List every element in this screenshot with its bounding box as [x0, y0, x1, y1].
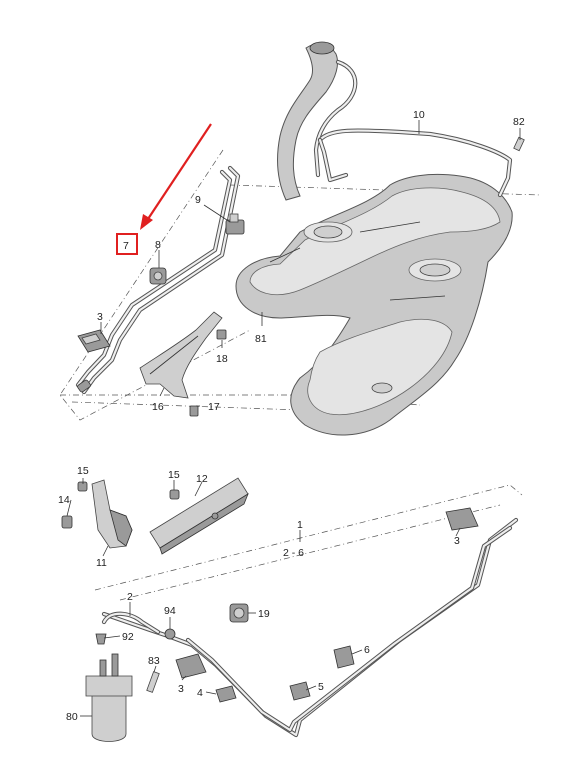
callout-17: 17 [208, 401, 220, 413]
line-clips-lower [175, 507, 479, 703]
callout-12: 12 [196, 473, 208, 485]
fasteners-upper [189, 329, 227, 417]
callout-16: 16 [152, 401, 164, 413]
callout-94: 94 [164, 605, 176, 617]
callout-81: 81 [255, 333, 267, 345]
callout-11: 11 [96, 557, 107, 569]
callout-9: 9 [195, 194, 201, 206]
callout-8: 8 [155, 239, 161, 251]
callout-18: 18 [216, 353, 228, 365]
callout-3-right: 3 [454, 535, 460, 547]
fuel-filter [85, 653, 133, 742]
grommet [149, 267, 167, 285]
callout-10: 10 [413, 109, 425, 121]
line-clip-upper [77, 329, 111, 353]
callout-14: 14 [58, 494, 70, 506]
callout-15-right: 15 [168, 469, 180, 481]
callout-labels: 10 82 9 7 8 3 81 18 17 16 15 14 11 15 12… [58, 109, 525, 723]
highlight-arrow [140, 123, 212, 230]
fuel-tank [235, 173, 513, 436]
callout-82: 82 [513, 116, 525, 128]
callout-4: 4 [197, 687, 203, 699]
filler-neck [277, 41, 358, 201]
callout-80: 80 [66, 711, 78, 723]
fuel-hose [101, 611, 161, 635]
highlight-box [116, 233, 138, 255]
callout-2-6: 2 - 6 [283, 547, 304, 559]
callout-6: 6 [364, 644, 370, 656]
callout-3-lower: 3 [178, 683, 184, 695]
callout-3-upper: 3 [97, 311, 103, 323]
upper-fuel-line-assembly [75, 165, 245, 395]
callout-1: 1 [297, 519, 303, 531]
callout-15-left: 15 [77, 465, 89, 477]
callout-7: 7 [123, 240, 129, 252]
heat-shield [139, 311, 223, 399]
callout-19: 19 [258, 608, 270, 620]
callout-2: 2 [127, 591, 133, 603]
callout-5: 5 [318, 681, 324, 693]
callout-92: 92 [122, 631, 134, 643]
leader-lines [66, 120, 521, 717]
small-parts-lower [95, 603, 249, 693]
bracket-11 [61, 479, 133, 549]
breather-line [317, 128, 525, 198]
bracket-12 [149, 477, 249, 555]
callout-83: 83 [148, 655, 160, 667]
